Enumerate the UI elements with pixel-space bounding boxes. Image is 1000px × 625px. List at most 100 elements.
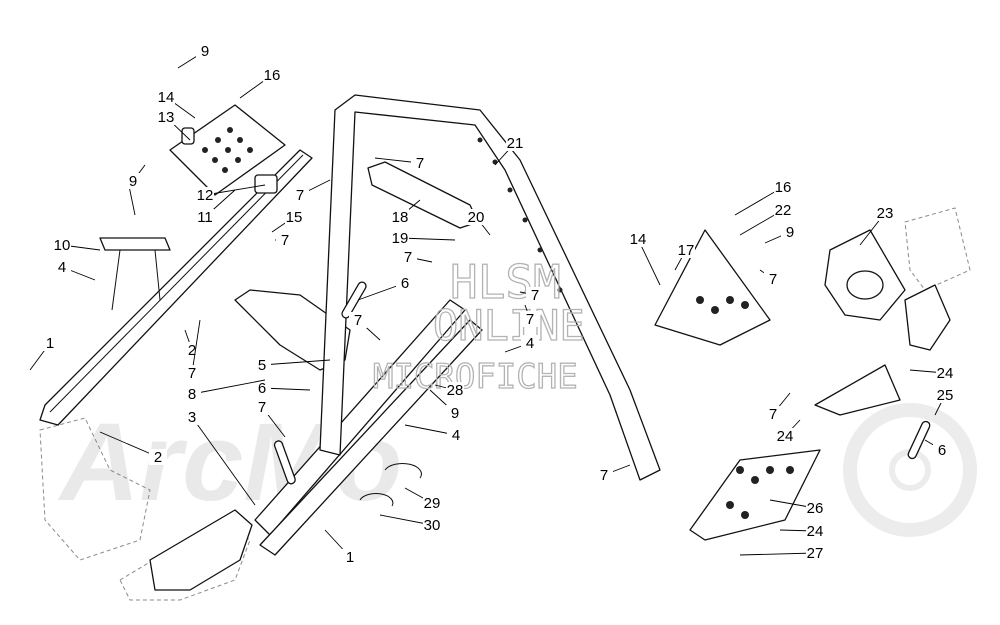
callout-background <box>423 517 441 533</box>
handle-bar <box>99 237 171 251</box>
callout-number: 12 <box>197 187 214 204</box>
callout-number: 14 <box>630 231 647 248</box>
callout-number: 7 <box>354 312 362 329</box>
callout-background <box>157 109 175 125</box>
callout-number: 23 <box>877 205 894 222</box>
wheel-watermark-icon <box>843 403 977 537</box>
callout-background <box>399 249 417 265</box>
hlsm-watermark: HLSM ONLINE MICROFICHE <box>372 254 585 397</box>
watermark-line-2: ONLINE <box>433 301 585 350</box>
callout-number: 2 <box>154 449 162 466</box>
callout-number: 6 <box>401 275 409 292</box>
callout-number: 25 <box>937 387 954 404</box>
callout-background <box>446 405 464 421</box>
strap-6a <box>341 281 367 319</box>
callout-background <box>149 449 167 465</box>
callout-leader-line <box>191 416 256 506</box>
callout-number: 16 <box>775 179 792 196</box>
callout-number: 7 <box>526 311 534 328</box>
callout-number: 6 <box>258 380 266 397</box>
rubber-isolator <box>254 174 278 194</box>
callout-background <box>595 467 613 483</box>
callout-background <box>183 386 201 402</box>
callout-background <box>253 357 271 373</box>
callout-number: 29 <box>424 495 441 512</box>
callout-background <box>526 287 544 303</box>
callout-number: 20 <box>468 209 485 226</box>
callout-background <box>396 275 414 291</box>
mounting-plate-right <box>654 229 771 346</box>
callout-number: 24 <box>937 365 954 382</box>
callout-background <box>521 335 539 351</box>
callout-background <box>41 335 59 351</box>
callout-background <box>53 259 71 275</box>
callout-background <box>196 187 214 203</box>
callout-leader-line <box>739 552 816 556</box>
seat-support <box>234 289 351 371</box>
lower-frame-rail <box>254 299 466 536</box>
callout-number: 14 <box>158 89 175 106</box>
callout-background <box>341 549 359 565</box>
callout-background <box>446 382 464 398</box>
watermark-line-3: MICROFICHE <box>373 357 578 397</box>
callout-number: 7 <box>531 287 539 304</box>
callout-background <box>764 406 782 422</box>
callout-number: 7 <box>416 155 424 172</box>
callout-number: 11 <box>197 209 213 226</box>
callout-background <box>774 202 792 218</box>
callout-background <box>467 209 485 225</box>
callout-background <box>933 442 951 458</box>
callout-number: 9 <box>201 43 209 60</box>
callout-number: 30 <box>424 517 441 534</box>
callout-number: 24 <box>807 523 824 540</box>
callout-number: 16 <box>264 67 281 84</box>
callout-background <box>285 209 303 225</box>
callout-background <box>391 209 409 225</box>
callout-number: 2 <box>188 342 196 359</box>
callout-number: 22 <box>775 202 792 219</box>
callout-number: 7 <box>188 365 196 382</box>
callout-number: 1 <box>346 549 354 566</box>
callout-number: 7 <box>769 271 777 288</box>
callout-background <box>196 209 214 225</box>
callout-number: 7 <box>404 249 412 266</box>
callout-background <box>263 67 281 83</box>
callout-background <box>936 365 954 381</box>
strap-6c <box>907 420 931 460</box>
phantom-chassis <box>39 207 971 601</box>
callout-background <box>253 380 271 396</box>
callout-number: 7 <box>600 467 608 484</box>
callout-number: 13 <box>158 109 175 126</box>
callout-background <box>764 271 782 287</box>
callout-background <box>391 230 409 246</box>
callout-background <box>806 523 824 539</box>
callout-number: 26 <box>807 500 824 517</box>
callout-background <box>506 135 524 151</box>
callout-background <box>806 545 824 561</box>
callout-number: 15 <box>286 209 303 226</box>
module-port <box>846 270 884 300</box>
parts <box>39 94 951 591</box>
callout-background <box>291 187 309 203</box>
callout-leader-line <box>191 319 201 374</box>
callout-background <box>183 365 201 381</box>
callout-background <box>411 155 429 171</box>
callout-leader-line <box>191 379 266 395</box>
callout-number: 17 <box>678 242 695 259</box>
callout-background <box>936 387 954 403</box>
callout-number: 4 <box>452 427 460 444</box>
callout-leader-line <box>261 359 331 366</box>
callout-number: 3 <box>188 409 196 426</box>
side-rail-left <box>39 149 313 426</box>
callout-number: 28 <box>447 382 464 399</box>
callout-background <box>276 232 294 248</box>
callout-leader-line <box>399 237 456 241</box>
callout-number: 7 <box>769 406 777 423</box>
main-loop-frame <box>319 94 661 481</box>
clamp-29 <box>384 463 422 479</box>
callout-background <box>806 500 824 516</box>
callout-background <box>253 399 271 415</box>
callout-background <box>349 312 367 328</box>
callout-background <box>876 205 894 221</box>
